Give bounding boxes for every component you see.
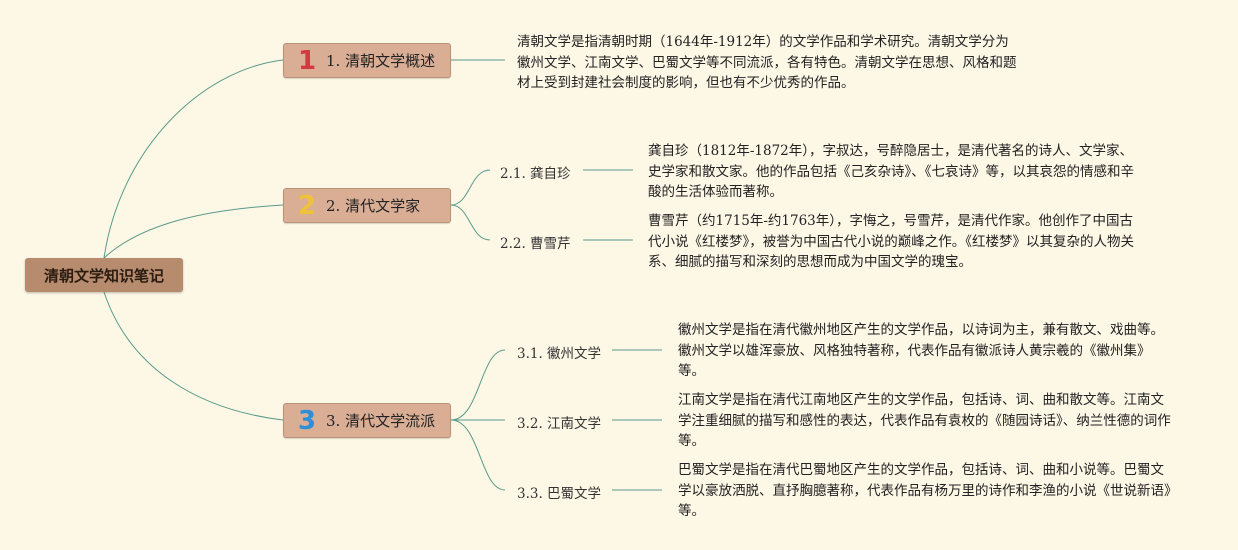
connector-root-topic-1 [103,59,284,259]
topic-node-2[interactable]: 2 2. 清代文学家 [283,188,451,223]
subtopic-2-1-note: 龚自珍（1812年-1872年），字叔达，号醉隐居士，是清代著名的诗人、文学家、… [648,141,1142,203]
number-1-icon: 1 [297,45,317,76]
topic-node-3[interactable]: 3 3. 清代文学流派 [283,403,451,438]
root-label: 清朝文学知识笔记 [43,266,164,285]
topic-1-note: 清朝文学是指清朝时期（1644年-1912年）的文学作品和学术研究。清朝文学分为… [517,32,1017,94]
connector-topic-2-sub-2 [450,204,491,241]
number-2-icon: 2 [297,190,317,221]
subtopic-3-1[interactable]: 3.1. 徽州文学 [517,346,602,362]
subtopic-3-3[interactable]: 3.3. 巴蜀文学 [517,486,602,502]
topic-label: 3. 清代文学流派 [326,412,436,430]
connector-root-topic-3 [103,291,284,421]
topic-label: 2. 清代文学家 [326,197,421,215]
subtopic-3-3-note: 巴蜀文学是指在清代巴蜀地区产生的文学作品，包括诗、词、曲和小说等。巴蜀文学以豪放… [678,460,1172,522]
connector-root-topic-2 [103,204,284,259]
connector-topic-3-sub-1 [450,349,506,421]
topic-label: 1. 清朝文学概述 [326,52,436,70]
subtopic-2-2[interactable]: 2.2. 曹雪芹 [500,236,571,252]
subtopic-2-2-note: 曹雪芹（约1715年-约1763年），字悔之，号雪芹，是清代作家。他创作了中国古… [648,211,1142,273]
subtopic-3-2-note: 江南文学是指在清代江南地区产生的文学作品，包括诗、词、曲和散文等。江南文学注重细… [678,390,1172,452]
subtopic-2-1[interactable]: 2.1. 龚自珍 [500,166,571,182]
subtopic-3-2[interactable]: 3.2. 江南文学 [517,416,602,432]
connector-topic-2-sub-1 [450,169,491,206]
number-3-icon: 3 [297,405,317,436]
topic-node-1[interactable]: 1 1. 清朝文学概述 [283,43,451,78]
connector-topic-3-sub-3 [450,419,506,491]
root-node[interactable]: 清朝文学知识笔记 [25,258,183,292]
subtopic-3-1-note: 徽州文学是指在清代徽州地区产生的文学作品，以诗词为主，兼有散文、戏曲等。徽州文学… [678,320,1172,382]
